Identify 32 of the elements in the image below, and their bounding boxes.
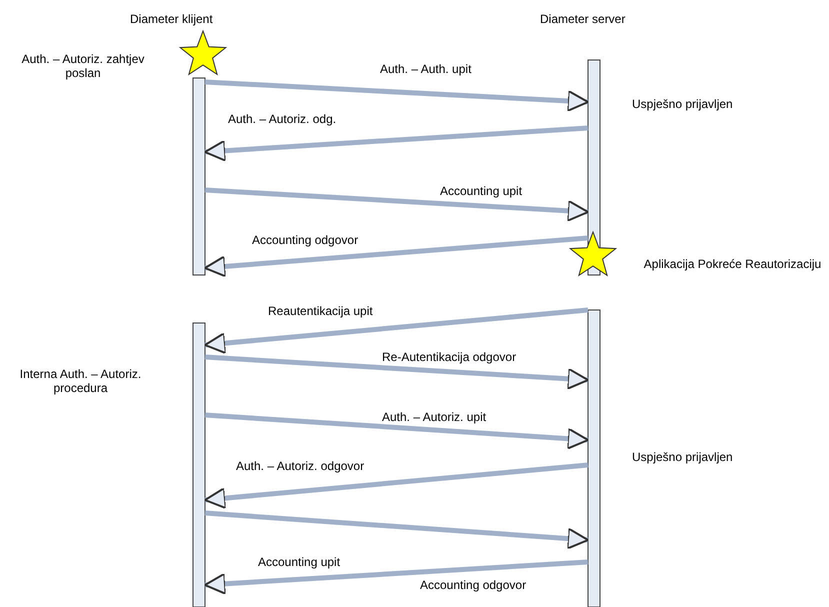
lifeline-bar <box>588 310 600 607</box>
note: Interna Auth. – Autoriz. procedura <box>18 367 142 395</box>
note: Uspješno prijavljen <box>632 97 733 111</box>
arrow <box>204 354 589 390</box>
edge-label: Auth. – Autoriz. upit <box>382 410 486 424</box>
note: Uspješno prijavljen <box>632 450 733 464</box>
arrow <box>204 188 589 222</box>
note: Auth. – Autoriz. zahtjev poslan <box>20 52 146 80</box>
arrow <box>204 560 588 595</box>
arrow <box>204 236 588 278</box>
lifeline-title: Diameter klijent <box>130 12 213 26</box>
lifeline-title: Diameter server <box>540 12 626 26</box>
arrow <box>204 126 588 162</box>
edge-label: Reautentikacija upit <box>268 304 373 318</box>
note: Aplikacija Pokreće Reautorizaciju <box>642 257 822 271</box>
lifeline-bar <box>192 78 206 276</box>
edge-label: Auth. – Auth. upit <box>380 62 472 76</box>
arrow <box>204 462 588 510</box>
edge-label: Auth. – Autoriz. odgovor <box>236 459 364 473</box>
arrow <box>204 308 588 354</box>
arrow <box>204 412 589 450</box>
note: Accounting odgovor <box>420 578 526 592</box>
edge-label: Accounting upit <box>440 184 522 198</box>
edge-label: Re-Autentikacija odgovor <box>382 350 516 364</box>
arrow <box>204 80 589 112</box>
arrow <box>204 510 589 550</box>
edge-label: Accounting upit <box>258 555 340 569</box>
lifeline-bar <box>192 322 206 607</box>
edge-label: Auth. – Autoriz. odg. <box>228 112 336 126</box>
edge-label: Accounting odgovor <box>252 233 358 247</box>
star-icon <box>178 30 228 76</box>
star-icon <box>568 230 618 277</box>
